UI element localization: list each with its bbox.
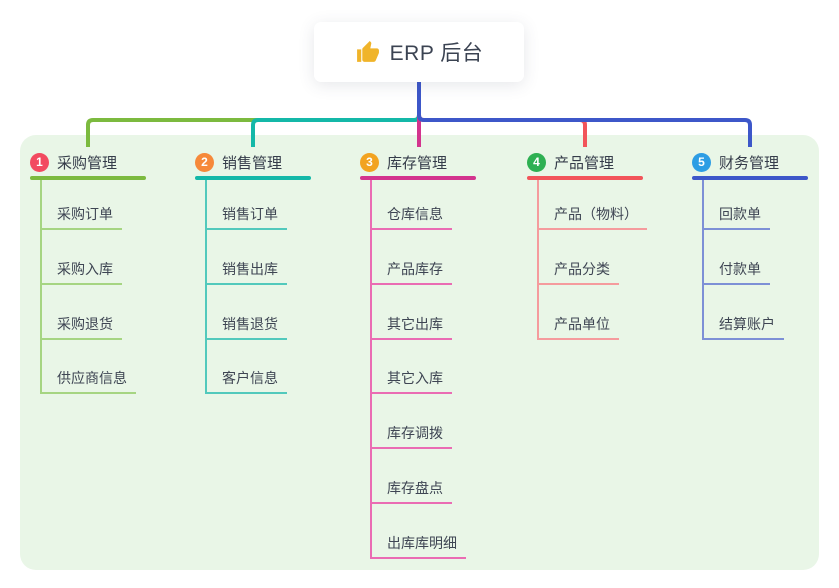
branch-badge-3: 3 [360,152,379,172]
child-node[interactable]: 产品单位 [537,314,619,340]
child-node[interactable]: 采购订单 [40,204,122,230]
child-node[interactable]: 其它出库 [370,314,452,340]
branch-underline [30,176,146,180]
branch-3: 3 库存管理仓库信息产品库存其它出库其它入库库存调拨库存盘点出库库明细 [360,150,540,559]
branch-4: 4 产品管理产品（物料） 产品分类产品单位 [527,150,707,340]
branch-underline [360,176,476,180]
child-node[interactable]: 客户信息 [205,368,287,394]
branch-title-label: 采购管理 [57,154,118,172]
child-node[interactable]: 其它入库 [370,368,452,394]
branch-5: 5 财务管理回款单付款单结算账户 [692,150,839,340]
branch-title-3[interactable]: 3 库存管理 [360,150,540,174]
branch-title-label: 销售管理 [222,154,283,172]
branch-rail [702,180,704,340]
branch-badge-5: 5 [692,152,711,172]
child-node[interactable]: 结算账户 [702,314,784,340]
branch-rail [537,180,539,340]
branch-badge-1: 1 [30,152,49,172]
child-node[interactable]: 付款单 [702,259,770,285]
child-node[interactable]: 回款单 [702,204,770,230]
branch-badge-2: 2 [195,152,214,172]
child-node[interactable]: 产品分类 [537,259,619,285]
child-node[interactable]: 出库库明细 [370,533,466,559]
child-node[interactable]: 产品（物料） [537,204,647,230]
root-node-title: ERP 后台 [389,42,484,65]
branch-rail [370,180,372,559]
root-node[interactable]: ERP 后台 [314,22,524,82]
branch-underline [527,176,643,180]
branch-rail [205,180,207,394]
child-node[interactable]: 采购退货 [40,314,122,340]
child-node[interactable]: 产品库存 [370,259,452,285]
branch-title-label: 库存管理 [387,154,448,172]
branch-1: 1 采购管理采购订单采购入库采购退货供应商信息 [30,150,210,394]
child-node[interactable]: 销售退货 [205,314,287,340]
branch-underline [195,176,311,180]
branch-title-1[interactable]: 1 采购管理 [30,150,210,174]
thumbs-up-icon [356,40,379,62]
branch-title-label: 产品管理 [554,154,615,172]
branch-badge-4: 4 [527,152,546,172]
child-node[interactable]: 库存盘点 [370,478,452,504]
branch-title-5[interactable]: 5 财务管理 [692,150,839,174]
branch-rail [40,180,42,394]
branch-2: 2 销售管理销售订单销售出库销售退货客户信息 [195,150,375,394]
child-node[interactable]: 销售出库 [205,259,287,285]
child-node[interactable]: 供应商信息 [40,368,136,394]
branch-title-2[interactable]: 2 销售管理 [195,150,375,174]
branch-title-label: 财务管理 [719,154,780,172]
child-node[interactable]: 库存调拨 [370,423,452,449]
child-node[interactable]: 采购入库 [40,259,122,285]
branch-title-4[interactable]: 4 产品管理 [527,150,707,174]
child-node[interactable]: 销售订单 [205,204,287,230]
child-node[interactable]: 仓库信息 [370,204,452,230]
branches-panel [20,135,819,570]
branch-underline [692,176,808,180]
